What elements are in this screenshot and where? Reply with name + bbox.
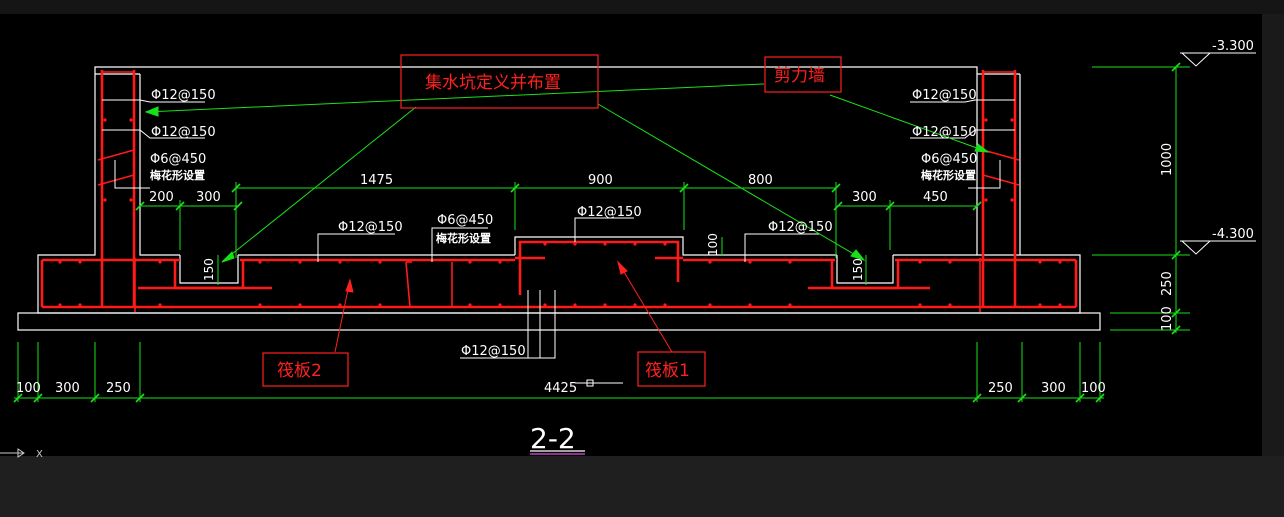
rebar-label: Φ6@450 <box>437 213 493 228</box>
rebar-note: 梅花形设置 <box>436 231 491 245</box>
dim-text: 100 <box>16 381 41 396</box>
dim-text: 4425 <box>544 381 577 396</box>
callout-box-raft1 <box>637 351 706 387</box>
level-markers <box>1180 52 1256 255</box>
callout-raft1: 筏板1 <box>645 361 690 381</box>
callout-arrows <box>144 83 990 263</box>
rebar-label: Φ12@150 <box>151 125 216 140</box>
ucs-icon <box>0 448 25 458</box>
rebar-leaders <box>102 99 1015 359</box>
dim-text: 100 <box>1160 306 1175 331</box>
rebar-note: 梅花形设置 <box>921 168 976 182</box>
dim-text: 1475 <box>360 173 393 188</box>
rebar-label: Φ6@450 <box>921 152 977 167</box>
dim-text: 300 <box>196 190 221 205</box>
dim-text: 300 <box>1041 381 1066 396</box>
raft-arrows <box>334 260 673 353</box>
rebar-layout <box>40 70 1078 312</box>
right-edge-strip <box>1262 14 1284 456</box>
rebar-note: 梅花形设置 <box>150 168 205 182</box>
dim-text: 100 <box>706 233 720 256</box>
dim-text: 300 <box>852 190 877 205</box>
command-bar <box>0 456 1284 517</box>
callout-sump: 集水坑定义并布置 <box>425 73 561 93</box>
top-toolbar-strip <box>0 0 1284 14</box>
callout-box-sump <box>400 54 599 109</box>
rebar-label: Φ6@450 <box>150 152 206 167</box>
level-text: -4.300 <box>1212 227 1254 242</box>
rebar-label: Φ12@150 <box>577 205 642 220</box>
dim-text: 250 <box>1160 271 1175 296</box>
level-text: -3.300 <box>1212 39 1254 54</box>
dim-text: 900 <box>588 173 613 188</box>
dim-text: 250 <box>988 381 1013 396</box>
rebar-label: Φ12@150 <box>912 125 977 140</box>
dimension-lines <box>13 62 1190 403</box>
rebar-label: Φ12@150 <box>461 344 526 359</box>
callout-box-raft2 <box>262 352 349 387</box>
dim-text: 800 <box>748 173 773 188</box>
dim-text: 100 <box>1081 381 1106 396</box>
dim-text: 300 <box>55 381 80 396</box>
rebar-label: Φ12@150 <box>768 220 833 235</box>
callout-box-shear-wall <box>764 56 842 93</box>
ucs-x-label: X <box>36 449 43 460</box>
dim-text: 250 <box>106 381 131 396</box>
rebar-label: Φ12@150 <box>338 220 403 235</box>
dim-text: 150 <box>851 258 865 281</box>
rebar-label: Φ12@150 <box>912 88 977 103</box>
cad-drawing-canvas[interactable] <box>0 14 1262 456</box>
callout-raft2: 筏板2 <box>277 361 322 381</box>
rebar-label: Φ12@150 <box>151 88 216 103</box>
dim-text: 450 <box>923 190 948 205</box>
dim-text: 1000 <box>1160 143 1175 176</box>
callout-shear-wall: 剪力墙 <box>774 66 825 86</box>
dim-text: 200 <box>149 190 174 205</box>
dim-text: 150 <box>202 258 216 281</box>
section-title: 2-2 <box>530 422 576 455</box>
